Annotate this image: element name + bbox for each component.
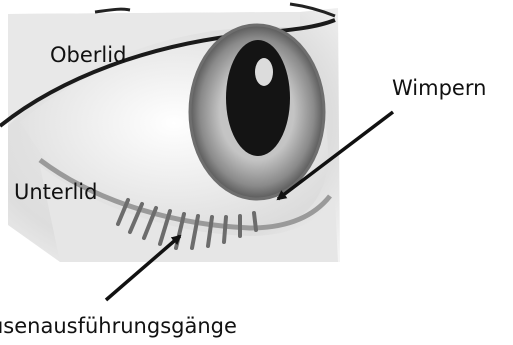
eyelash bbox=[224, 217, 226, 242]
lower-lid-label: Unterlid bbox=[14, 180, 97, 204]
pupil-highlight bbox=[255, 58, 273, 86]
eyelashes-label: Wimpern bbox=[392, 76, 486, 100]
gland-ducts-label: üsenausführungsgänge bbox=[0, 314, 237, 338]
pupil bbox=[226, 40, 290, 156]
upper-lid-crease-line bbox=[95, 9, 130, 12]
upper-lid-label: Oberlid bbox=[50, 43, 126, 67]
eyelash bbox=[254, 213, 256, 230]
